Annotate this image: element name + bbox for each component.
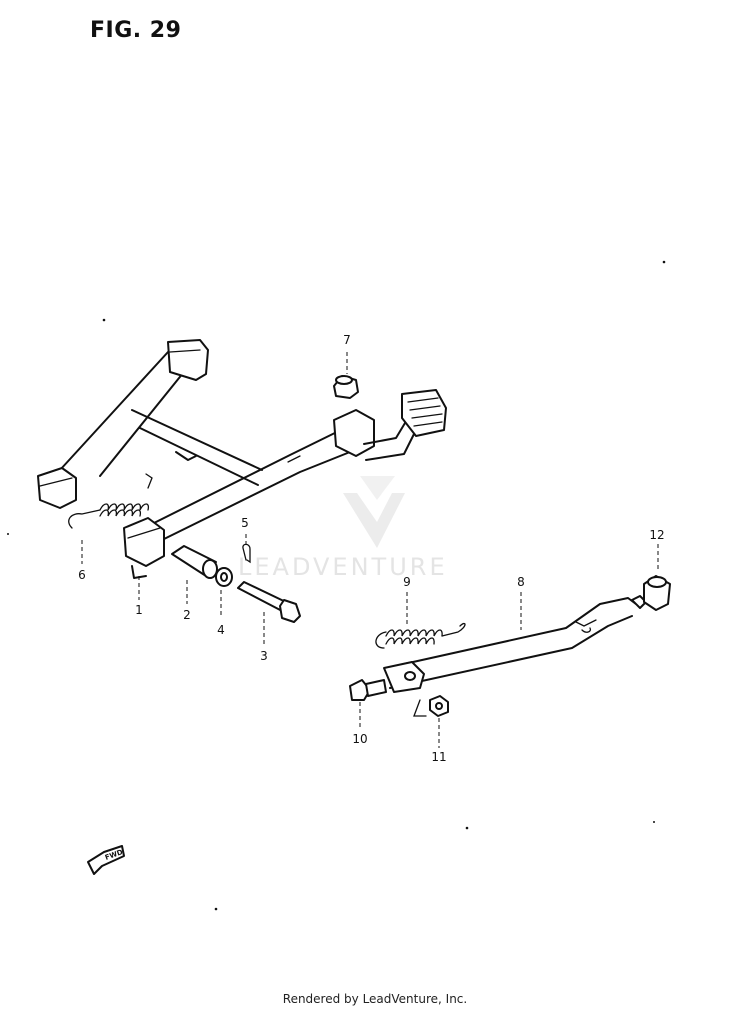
washer[interactable]: [215, 567, 233, 587]
callout-4: 4: [217, 623, 225, 637]
callout-10: 10: [352, 732, 367, 746]
watermark-text: LEADVENTURE: [238, 553, 448, 581]
callout-9: 9: [403, 575, 411, 589]
figure-title: FIG. 29: [90, 18, 182, 43]
side-stand-stopper[interactable]: [643, 575, 671, 611]
callout-11: 11: [431, 750, 446, 764]
callouts: 7 5 6 1 2 4 3 9 8 12 10 11: [78, 333, 664, 764]
callout-8: 8: [517, 575, 525, 589]
stopper-rubber[interactable]: [333, 375, 359, 399]
main-stand-spring[interactable]: [68, 473, 153, 529]
callout-7: 7: [343, 333, 351, 347]
callout-6: 6: [78, 568, 86, 582]
side-stand[interactable]: [383, 595, 647, 693]
leader-lines: [81, 352, 659, 748]
footer-credit: Rendered by LeadVenture, Inc.: [282, 992, 468, 1006]
callout-2: 2: [183, 608, 191, 622]
pivot-bolt[interactable]: [237, 581, 301, 623]
fwd-arrow-icon: FWD: [87, 845, 125, 875]
cotter-pin[interactable]: [242, 543, 251, 564]
main-stand[interactable]: [37, 339, 447, 579]
bushing[interactable]: [171, 545, 218, 579]
side-stand-nut[interactable]: [413, 695, 449, 717]
callout-5: 5: [241, 516, 249, 530]
callout-1: 1: [135, 603, 143, 617]
side-stand-spring[interactable]: [375, 622, 466, 649]
watermark-logo: [343, 476, 405, 548]
callout-3: 3: [260, 649, 268, 663]
side-stand-bolt[interactable]: [349, 679, 387, 701]
scan-specks: [7, 260, 666, 911]
callout-12: 12: [649, 528, 664, 542]
